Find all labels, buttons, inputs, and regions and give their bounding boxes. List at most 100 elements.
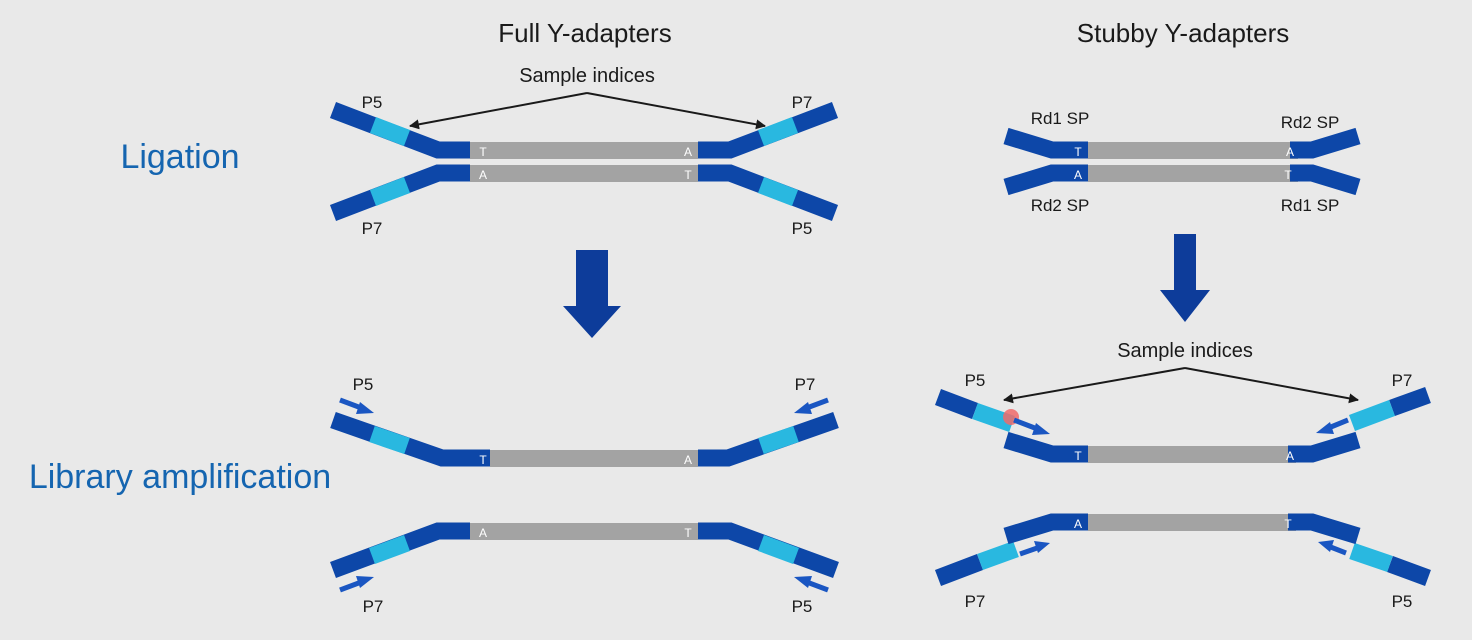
label-p7: P7 xyxy=(965,592,986,611)
adapter-arm-left xyxy=(330,522,470,578)
stubby-ligation-diagram: T A A T Rd1 SP Rd2 SP Rd2 SP Rd1 SP xyxy=(1003,109,1361,215)
insert-segment xyxy=(470,142,698,159)
primer-arrow-icon xyxy=(1316,417,1349,434)
insert-segment xyxy=(1088,165,1298,182)
base-a: A xyxy=(479,526,487,540)
base-a: A xyxy=(684,145,692,159)
top-strand: T A xyxy=(329,102,839,159)
insert-segment xyxy=(470,165,698,182)
base-a: A xyxy=(1074,517,1082,531)
label-p7: P7 xyxy=(795,375,816,394)
adapter-arm-right xyxy=(698,164,839,221)
sample-indices-label-full: Sample indices xyxy=(519,65,655,87)
title-full-y-adapters: Full Y-adapters xyxy=(498,18,671,48)
label-p5: P5 xyxy=(965,371,986,390)
stubby-amplification-diagram: Sample indices T A A T xyxy=(934,340,1431,611)
label-p5: P5 xyxy=(1392,592,1413,611)
bottom-strand: A T xyxy=(330,522,839,578)
primer-arrow-icon xyxy=(1013,417,1050,435)
insert-segment xyxy=(1088,142,1298,159)
label-p7: P7 xyxy=(792,93,813,112)
title-stubby-y-adapters: Stubby Y-adapters xyxy=(1077,18,1290,48)
index-segment xyxy=(369,535,410,564)
adapter-tail-p7 xyxy=(934,554,984,586)
base-a: A xyxy=(1074,168,1082,182)
top-strand: T A xyxy=(1003,431,1361,463)
index-segment xyxy=(1349,542,1393,573)
index-segment xyxy=(757,117,799,146)
adapter-tail-p5 xyxy=(934,389,979,419)
label-rd2-sp: Rd2 SP xyxy=(1281,113,1340,132)
adapter-arm-left xyxy=(1003,431,1088,463)
label-p7: P7 xyxy=(363,597,384,616)
bottom-strand: A T xyxy=(1003,164,1361,196)
primer-arrow-icon xyxy=(1019,541,1050,557)
index-segment xyxy=(369,117,411,146)
adapter-arm-right xyxy=(698,522,839,578)
adapter-arm-right xyxy=(1288,513,1361,545)
index-segment xyxy=(758,425,799,455)
label-rd1-sp: Rd1 SP xyxy=(1281,196,1340,215)
adapter-arm-right xyxy=(698,102,839,159)
label-p5: P5 xyxy=(353,375,374,394)
base-t: T xyxy=(1284,168,1292,182)
base-a: A xyxy=(684,453,692,467)
adapter-arm-right xyxy=(1290,127,1361,159)
index-segment xyxy=(369,177,411,206)
index-segment xyxy=(757,177,799,206)
base-t: T xyxy=(1074,145,1082,159)
adapter-arm-left xyxy=(1003,164,1088,196)
insert-segment xyxy=(470,523,698,540)
primer-arrow-icon xyxy=(794,576,829,593)
label-rd2-sp: Rd2 SP xyxy=(1031,196,1090,215)
full-ligation-diagram: Sample indices T A A T P5 P7 P7 P5 xyxy=(329,65,839,238)
label-p5: P5 xyxy=(362,93,383,112)
insert-segment xyxy=(1088,446,1296,463)
base-t: T xyxy=(684,168,692,182)
index-segment xyxy=(758,535,799,564)
adapter-arm-left xyxy=(329,102,470,159)
adapter-arm-left xyxy=(1003,513,1088,545)
sample-indices-pointer-stubby xyxy=(1003,367,1359,404)
index-segment xyxy=(1349,400,1395,431)
base-t: T xyxy=(684,526,692,540)
base-a: A xyxy=(1286,449,1294,463)
bottom-strand: A T xyxy=(1003,513,1361,545)
base-a: A xyxy=(479,168,487,182)
base-t: T xyxy=(1074,449,1082,463)
row-label-library-amplification: Library amplification xyxy=(29,458,331,496)
primer-arrow-icon xyxy=(339,397,374,414)
base-t: T xyxy=(1284,517,1292,531)
primer-arrow-icon xyxy=(794,397,829,414)
label-p7: P7 xyxy=(362,219,383,238)
top-strand: T A xyxy=(330,411,839,467)
adapter-arm-left xyxy=(1003,127,1088,159)
adapter-arm-left xyxy=(330,411,490,467)
adapter-arm-left xyxy=(329,164,470,221)
adapter-arm-right xyxy=(1288,431,1361,463)
label-p5: P5 xyxy=(792,219,813,238)
label-p5: P5 xyxy=(792,597,813,616)
primer-arrow-icon xyxy=(1318,540,1347,556)
full-amplification-diagram: T A A T P5 P7 P7 xyxy=(330,375,839,616)
label-rd1-sp: Rd1 SP xyxy=(1031,109,1090,128)
base-t: T xyxy=(479,453,487,467)
top-strand: T A xyxy=(1003,127,1361,159)
label-p7: P7 xyxy=(1392,371,1413,390)
base-t: T xyxy=(479,145,487,159)
sample-indices-label-stubby: Sample indices xyxy=(1117,340,1253,362)
index-segment xyxy=(369,425,410,455)
bottom-strand: A T xyxy=(329,164,839,221)
insert-segment xyxy=(490,450,698,467)
down-arrow-icon xyxy=(563,250,621,338)
down-arrow-icon xyxy=(1160,234,1210,322)
adapter-arm-right xyxy=(698,411,839,467)
sample-indices-pointer-full xyxy=(409,92,766,130)
base-a: A xyxy=(1286,145,1294,159)
adapter-tail-p5 xyxy=(1387,556,1431,586)
adapter-arm-right xyxy=(1290,164,1361,196)
index-segment xyxy=(977,541,1019,570)
adapter-tail-p7 xyxy=(1389,387,1431,416)
insert-segment xyxy=(1088,514,1296,531)
